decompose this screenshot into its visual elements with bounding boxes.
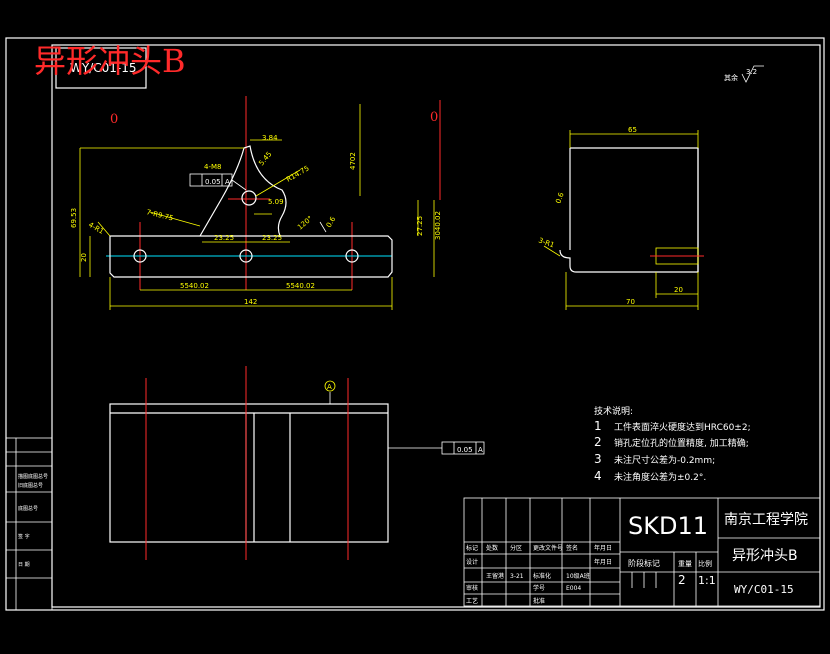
- dim-06a: 0.6: [325, 215, 338, 229]
- tech-list: 1 工件表面淬火硬度达到HRC60±2; 2 销孔定位孔的位置精度, 加工精确;…: [594, 419, 751, 483]
- weight-label: 重量: [678, 560, 692, 568]
- r1c5: 年月日: [594, 544, 612, 552]
- r3c4: E004: [566, 585, 581, 592]
- dim-2725: 27.25: [416, 216, 424, 236]
- dim-5-45: 5.45: [257, 150, 273, 167]
- outer-border: [5, 37, 825, 611]
- r4c0: 工艺: [466, 597, 478, 605]
- dim-4-m8: 4-M8: [204, 163, 221, 171]
- code-box: [55, 47, 147, 89]
- stage-mark: 阶段标记: [628, 558, 660, 568]
- roughness-note: 其余: [724, 73, 738, 82]
- inner-border: [51, 44, 821, 608]
- tech-num-1: 1: [594, 419, 602, 433]
- r2c5: 年月日: [594, 558, 612, 566]
- title-rows: 标记 处数 分区 更改文件号 签名 年月日 设计 王留港 3-21 标准化 10…: [466, 544, 612, 605]
- tech-text-2: 销孔定位孔的位置精度, 加工精确;: [614, 437, 749, 449]
- dim-20: 20: [80, 253, 88, 262]
- tech-num-3: 3: [594, 452, 602, 466]
- dim-120: 120°: [296, 215, 314, 232]
- dim-5540a: 5540.02: [180, 282, 209, 290]
- dim-5: 5.09: [268, 198, 284, 206]
- r3c0: 审核: [466, 584, 478, 592]
- r2c2: 3-21: [510, 573, 524, 580]
- dim-5540b: 5540.02: [286, 282, 315, 290]
- tech-text-4: 未注角度公差为±0.2°.: [614, 471, 706, 483]
- side-view: [543, 130, 704, 310]
- roughness-icon: [741, 65, 764, 83]
- r2c1: 王留港: [486, 572, 504, 580]
- left-table-3: 签 字: [18, 533, 30, 540]
- tol-flat-front: 0.05: [205, 178, 221, 186]
- r1c1: 处数: [486, 544, 498, 552]
- tech-text-3: 未注尺寸公差为-0.2mm;: [614, 454, 715, 466]
- dim-142: 142: [244, 298, 257, 306]
- title-block: [463, 497, 821, 607]
- title-red: 异形冲头B: [34, 42, 186, 80]
- datum-label: A: [327, 383, 332, 391]
- dim-2325a: 23.25: [214, 234, 234, 242]
- bottom-tol-value: 0.05: [457, 446, 473, 454]
- dim-384: 3.84: [262, 134, 278, 142]
- scale-label: 比例: [698, 559, 712, 568]
- side-dim-20: 20: [674, 286, 683, 294]
- r1c3: 更改文件号: [533, 544, 563, 552]
- tech-heading: 技术说明:: [594, 405, 633, 417]
- left-table-0: 描图底图总号: [18, 473, 48, 480]
- left-table-2: 底图总号: [18, 505, 38, 512]
- bottom-tol-datum: A: [478, 446, 483, 454]
- tech-num-2: 2: [594, 435, 602, 449]
- r2c0: 设计: [466, 558, 478, 566]
- roughness-value: 3.2: [746, 68, 757, 76]
- dim-2325b: 23.25: [262, 234, 282, 242]
- r1c0: 标记: [466, 544, 478, 552]
- r1c4: 签名: [566, 544, 578, 552]
- dim-4-r1: 4-R1: [87, 221, 105, 236]
- dim-3040: 3040.02: [434, 211, 442, 240]
- r2c4: 10级A班: [566, 572, 590, 580]
- left-table-1: 旧底图总号: [18, 482, 43, 489]
- origin-left: 0: [110, 112, 118, 127]
- top-view: [109, 366, 485, 560]
- r2c3: 标准化: [533, 572, 551, 580]
- dim-4702: 4702: [349, 152, 357, 170]
- front-view: [79, 96, 441, 310]
- left-revision-table: [5, 437, 53, 611]
- drawing-no: WY/C01-15: [734, 583, 794, 596]
- r3c3: 学号: [533, 584, 545, 592]
- origin-right: 0: [430, 110, 438, 125]
- quantity: 2: [678, 573, 686, 587]
- dim-6953: 69.53: [70, 208, 78, 228]
- r1c2: 分区: [510, 544, 522, 552]
- dim-r14: R14.75: [285, 164, 311, 183]
- drawing-code-top: WY/C01-15: [70, 61, 137, 75]
- r4c3: 批准: [533, 597, 545, 605]
- tech-num-4: 4: [594, 469, 602, 483]
- ratio: 1:1: [698, 574, 716, 587]
- part-name: 异形冲头B: [732, 548, 798, 564]
- side-dim-06: 0.6: [554, 191, 566, 205]
- school-name: 南京工程学院: [724, 512, 808, 528]
- left-table-4: 日 期: [18, 562, 30, 568]
- tech-text-1: 工件表面淬火硬度达到HRC60±2;: [614, 421, 751, 433]
- side-dim-70: 70: [626, 298, 635, 306]
- material: SKD11: [628, 512, 708, 540]
- side-dim-65: 65: [628, 126, 637, 134]
- tol-datum-front: A: [225, 178, 230, 186]
- dim-7-r9: 7-R9.75: [146, 208, 175, 222]
